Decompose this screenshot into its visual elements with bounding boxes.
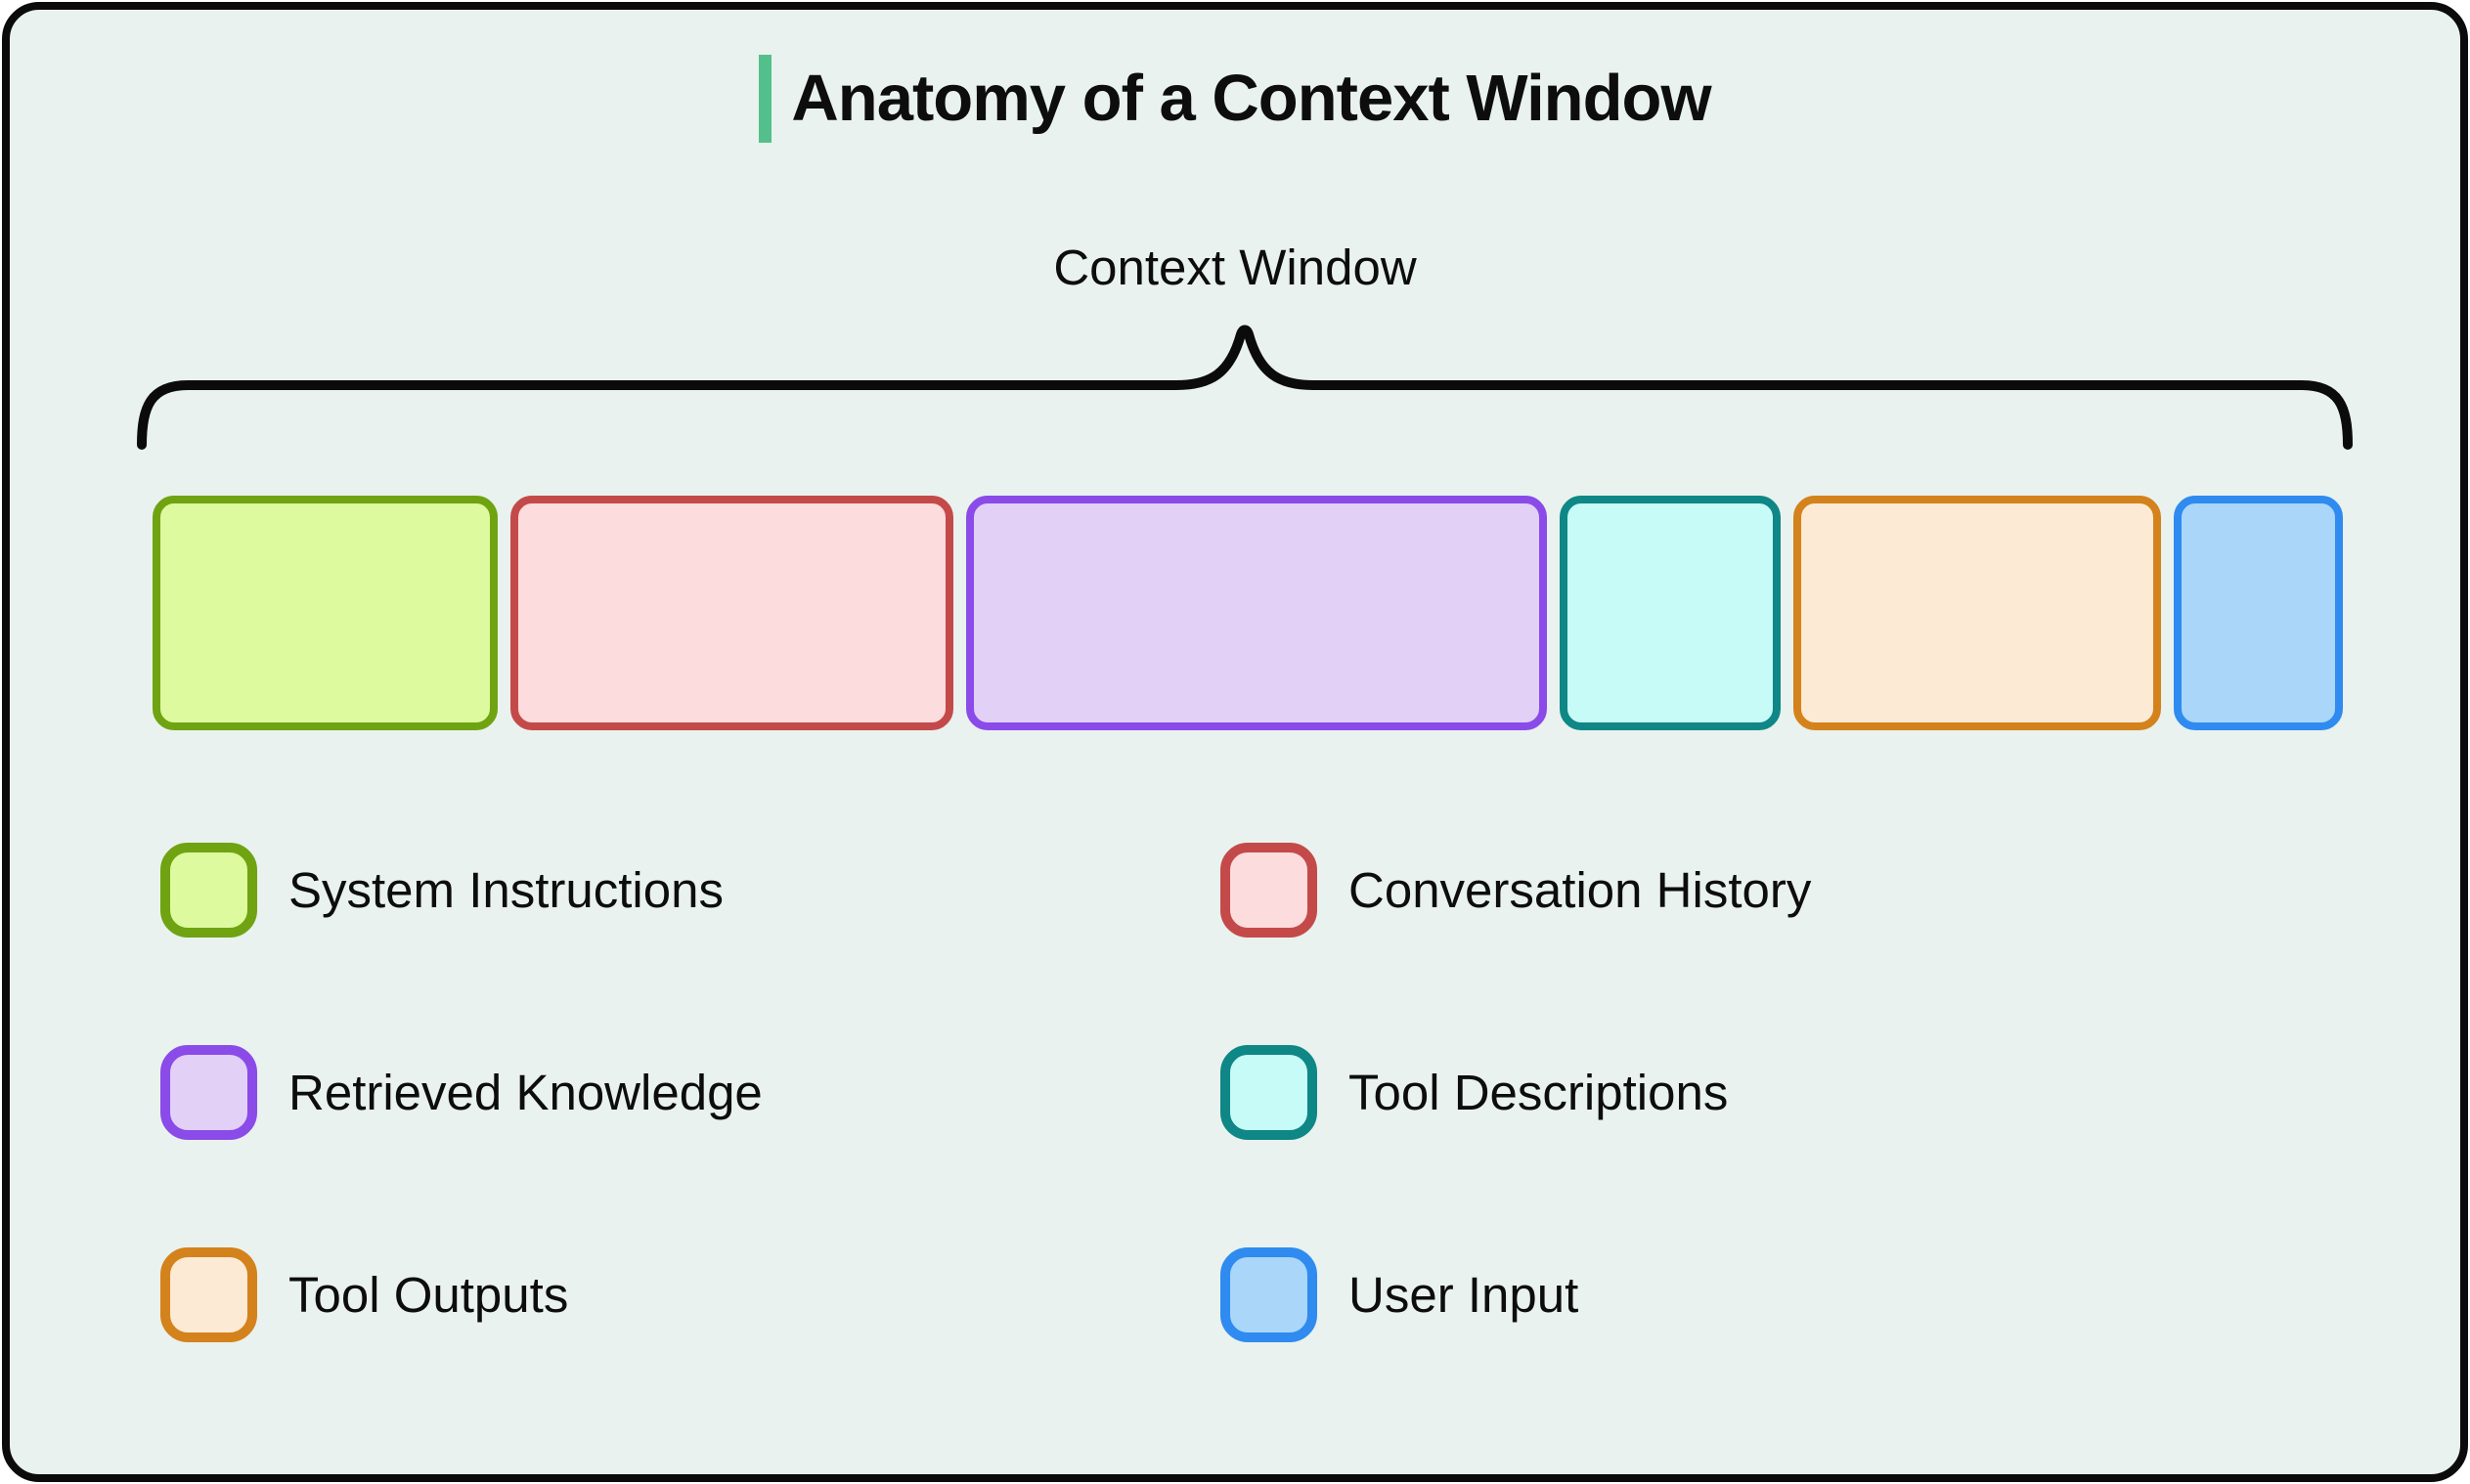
legend-item-conversation-history: Conversation History	[1220, 843, 1811, 938]
legend-label: Retrieved Knowledge	[288, 1065, 763, 1120]
curly-brace-path	[137, 325, 2353, 450]
legend-swatch-tool-descriptions	[1220, 1045, 1317, 1140]
legend-label: Conversation History	[1348, 862, 1812, 918]
block-user-input	[2174, 496, 2343, 730]
legend: System Instructions Conversation History…	[160, 843, 1811, 1342]
legend-item-system-instructions: System Instructions	[160, 843, 1220, 938]
legend-item-user-input: User Input	[1220, 1247, 1811, 1342]
block-retrieved-knowledge	[966, 496, 1547, 730]
legend-label: Tool Outputs	[288, 1267, 569, 1323]
legend-swatch-retrieved-knowledge	[160, 1045, 257, 1140]
legend-swatch-user-input	[1220, 1247, 1317, 1342]
legend-swatch-tool-outputs	[160, 1247, 257, 1342]
context-window-label: Context Window	[1053, 240, 1417, 295]
legend-item-tool-outputs: Tool Outputs	[160, 1247, 1220, 1342]
curly-brace	[137, 325, 2353, 450]
legend-item-retrieved-knowledge: Retrieved Knowledge	[160, 1045, 1220, 1140]
block-conversation-history	[510, 496, 953, 730]
title-accent-bar	[759, 55, 772, 143]
context-window-blocks	[153, 496, 2343, 730]
page-title: Anatomy of a Context Window	[791, 62, 1711, 136]
block-system-instructions	[153, 496, 498, 730]
legend-label: User Input	[1348, 1267, 1579, 1323]
title-row: Anatomy of a Context Window	[10, 55, 2460, 143]
legend-swatch-conversation-history	[1220, 843, 1317, 938]
legend-label: System Instructions	[288, 862, 724, 918]
block-tool-outputs	[1793, 496, 2161, 730]
legend-swatch-system-instructions	[160, 843, 257, 938]
legend-label: Tool Descriptions	[1348, 1065, 1729, 1120]
legend-item-tool-descriptions: Tool Descriptions	[1220, 1045, 1811, 1140]
block-tool-descriptions	[1560, 496, 1781, 730]
